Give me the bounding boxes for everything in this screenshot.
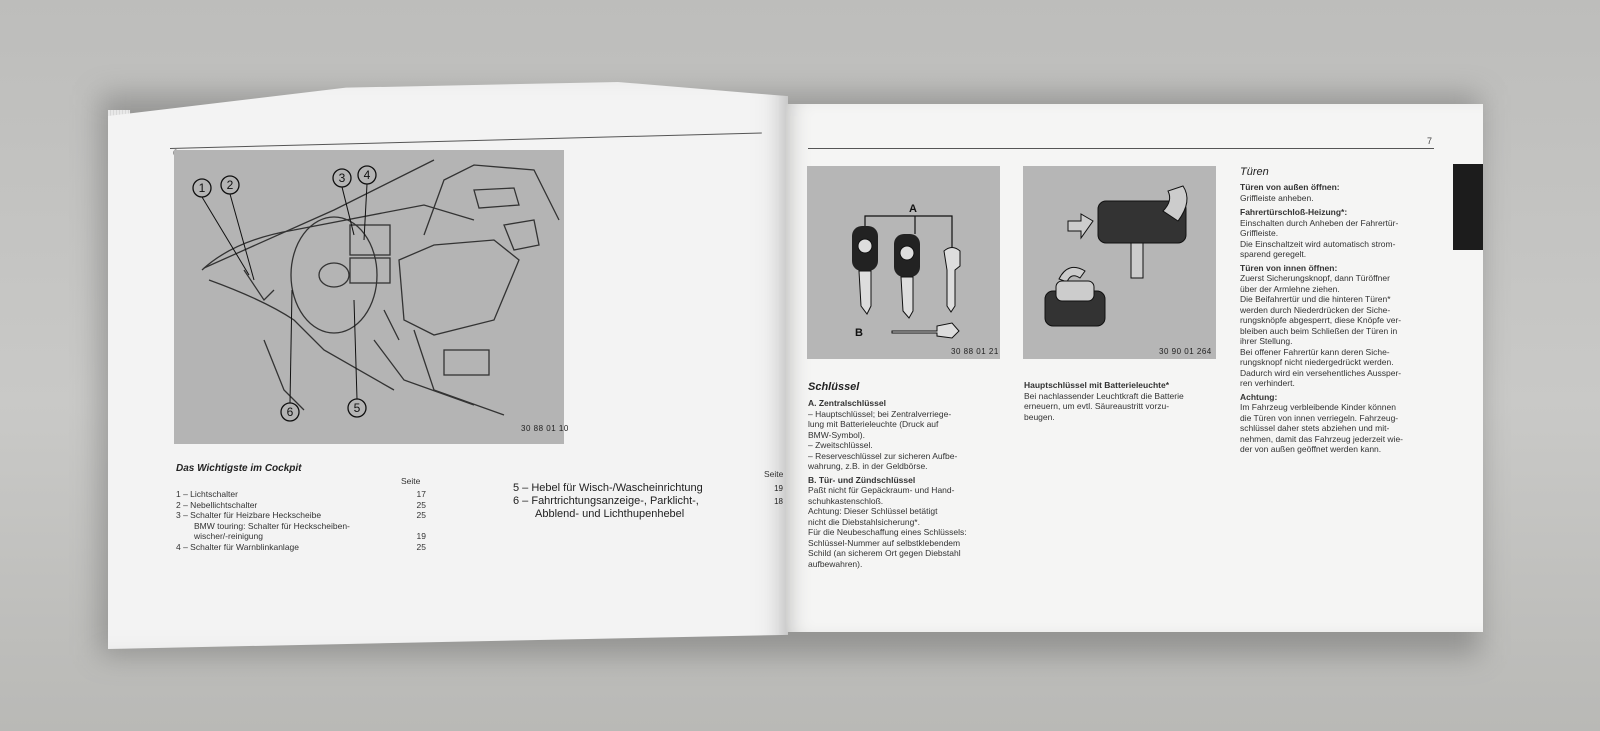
right-header-rule — [808, 148, 1434, 149]
text-line: sparend geregelt. — [1240, 249, 1307, 259]
callout-3: 3 — [339, 171, 346, 185]
text-line: Griffleiste. — [1240, 228, 1279, 238]
cockpit-item: Abblend- und Lichthupenhebel — [535, 508, 685, 520]
subheading: Türen von innen öffnen: — [1240, 262, 1338, 273]
text-line: Die Beifahrertür und die hinteren Türen* — [1240, 294, 1391, 304]
section-tab-marker — [1453, 164, 1483, 250]
batterieleuchte-text: Hauptschlüssel mit Batterieleuchte* Bei … — [1024, 380, 1219, 422]
text-line: werden durch Niederdrücken der Siche- — [1240, 304, 1391, 315]
text-line: Bei nachlassender Leuchtkraft die Batter… — [1024, 390, 1184, 401]
text-line: Paßt nicht für Gepäckraum- und Hand- — [808, 485, 955, 495]
cockpit-item: 6 – Fahrtrichtungsanzeige-, Parklicht-,1… — [513, 495, 783, 507]
battery-lamp-figure-code: 30 90 01 264 — [1159, 347, 1212, 356]
text-line: die Türen von innen verriegeln. Fahrzeug… — [1240, 412, 1399, 423]
schluessel-text: A. Zentralschlüssel – Hauptschlüssel; be… — [808, 398, 1003, 569]
text-line: – Hauptschlüssel; bei Zentralverriege- — [808, 408, 952, 419]
key-label-a: A — [909, 203, 917, 215]
schluessel-title: Schlüssel — [808, 381, 860, 393]
text-line: nehmen, damit das Fahrzeug jederzeit wie… — [1240, 433, 1403, 444]
text-line: Einschalten durch Anheben der Fahrertür- — [1240, 217, 1399, 228]
text-line: der von außen geöffnet werden kann. — [1240, 444, 1382, 454]
text-line: – Zweitschlüssel. — [808, 440, 873, 450]
cockpit-figure: 1 2 3 4 5 6 — [174, 150, 564, 444]
text-line: Dadurch wird ein versehentliches Aussper… — [1240, 367, 1402, 378]
seite-label: Seite — [401, 476, 421, 486]
text-line: wahrung, z.B. in der Geldbörse. — [808, 461, 928, 471]
text-line: – Reserveschlüssel zur sicheren Aufbe- — [808, 450, 958, 461]
text-line: erneuern, um evtl. Säureaustritt vorzu- — [1024, 401, 1170, 411]
text-line: schlüssel daher stets abziehen und mit- — [1240, 423, 1390, 433]
key-figure: A B — [807, 166, 1000, 359]
callout-2: 2 — [227, 178, 234, 192]
callout-4: 4 — [364, 168, 371, 182]
cockpit-figure-code: 30 88 01 10 — [521, 424, 569, 433]
text-line: Im Fahrzeug verbleibende Kinder können — [1240, 402, 1396, 412]
text-line: rungsknöpfe abgesperrt, diese Knöpfe ver… — [1240, 315, 1402, 325]
text-line: Schild (an sicherem Ort gegen Diebstahl — [808, 548, 961, 558]
text-line: aufbewahren). — [808, 558, 863, 569]
text-line: Die Einschaltzeit wird automatisch strom… — [1240, 238, 1396, 249]
text-line: beugen. — [1024, 411, 1055, 422]
text-line: ihrer Stellung. — [1240, 336, 1293, 346]
subheading: Türen von außen öffnen: — [1240, 182, 1340, 192]
text-line: Griffleiste anheben. — [1240, 192, 1314, 203]
text-line: ren verhindert. — [1240, 378, 1295, 388]
text-line: rungsknopf nicht niedergedrückt werden. — [1240, 357, 1394, 367]
tueren-title: Türen — [1240, 166, 1269, 178]
text-line: Für die Neubeschaffung eines Schlüssels: — [808, 527, 967, 537]
text-line: schuhkastenschloß. — [808, 495, 884, 506]
battery-lamp-drawing — [1044, 185, 1188, 327]
tueren-text: Türen von außen öffnen: Griffleiste anhe… — [1240, 182, 1435, 455]
text-line: Schlüssel-Nummer auf selbstklebendem — [808, 537, 961, 548]
cockpit-drawing: 1 2 3 4 5 6 — [192, 159, 560, 422]
subheading: Achtung: — [1240, 391, 1278, 402]
callout-1: 1 — [199, 181, 206, 195]
text-line: Zuerst Sicherungsknopf, dann Türöffner — [1240, 273, 1390, 283]
battery-lamp-figure — [1023, 166, 1216, 359]
subheading: Fahrertürschloß-Heizung*: — [1240, 207, 1348, 217]
zuendschluessel-heading: B. Tür- und Zündschlüssel — [808, 474, 916, 485]
text-line: Achtung: Dieser Schlüssel betätigt — [808, 506, 938, 516]
key-figure-code: 30 88 01 21 — [951, 347, 999, 356]
right-page-number: 7 — [1427, 136, 1433, 146]
text-line: BMW-Symbol). — [808, 429, 865, 440]
text-line: über der Armlehne ziehen. — [1240, 283, 1340, 294]
cockpit-title: Das Wichtigste im Cockpit — [176, 463, 302, 474]
key-label-b: B — [855, 327, 863, 339]
seite-label-2: Seite — [764, 469, 784, 479]
callout-6: 6 — [287, 405, 294, 419]
cockpit-item: BMW touring: Schalter für Heckscheiben- — [194, 520, 350, 531]
callout-5: 5 — [354, 401, 361, 415]
zentralschluessel-heading: A. Zentralschlüssel — [808, 398, 886, 408]
text-line: lung mit Batterieleuchte (Druck auf — [808, 419, 939, 429]
key-drawing: A B — [852, 203, 961, 339]
text-line: Bei offener Fahrertür kann deren Siche- — [1240, 346, 1390, 357]
text-line: nicht die Diebstahlsicherung*. — [808, 516, 920, 527]
text-line: bleiben auch beim Schließen der Türen in — [1240, 325, 1398, 336]
batterieleuchte-heading: Hauptschlüssel mit Batterieleuchte* — [1024, 380, 1170, 390]
